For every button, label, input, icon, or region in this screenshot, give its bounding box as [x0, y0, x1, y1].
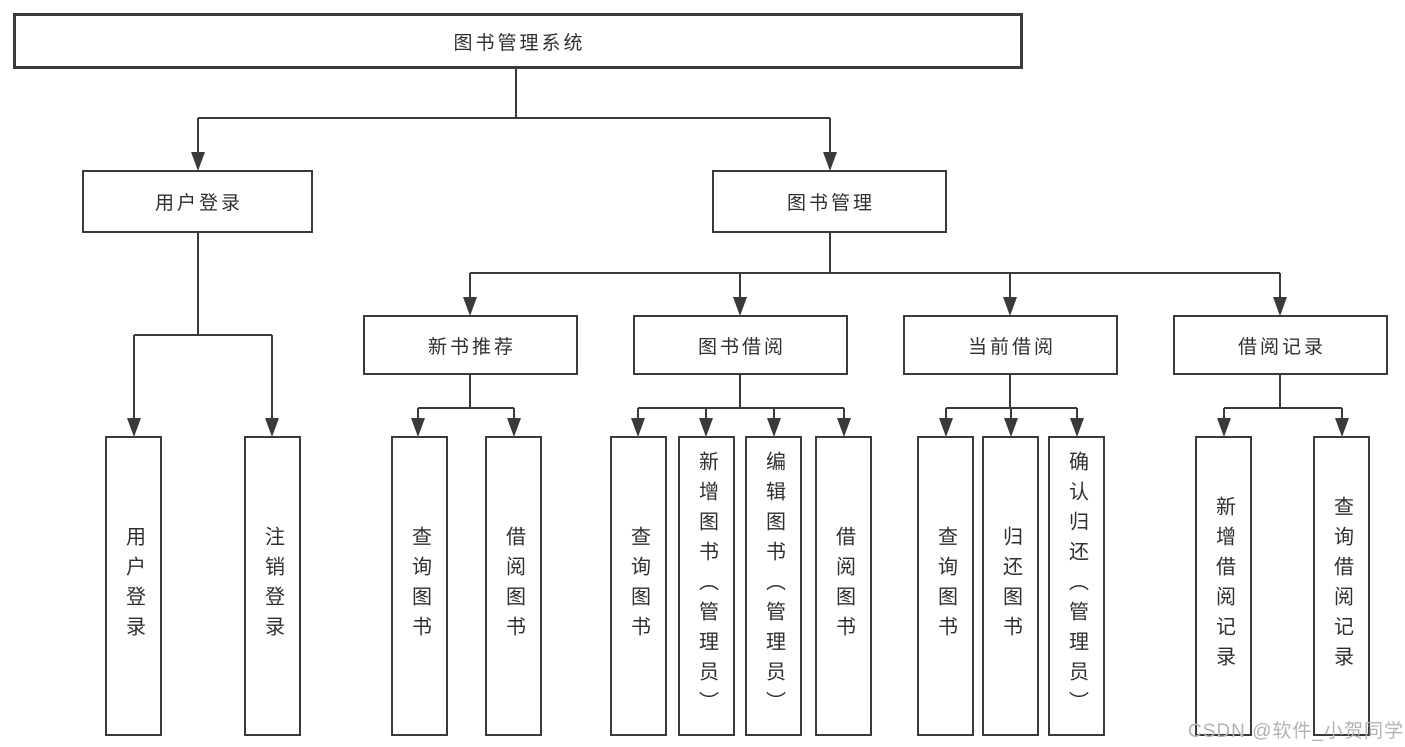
leaf-rec-query-books: 查询图书 [391, 436, 448, 736]
node-current-borrowing: 当前借阅 [903, 315, 1118, 375]
leaf-label: 编辑图书（管理员） [762, 451, 785, 721]
leaf-borrow-edit-book-admin: 编辑图书（管理员） [745, 436, 802, 736]
leaf-label: 借阅图书 [502, 526, 525, 646]
leaf-label: 确认归还（管理员） [1065, 451, 1088, 721]
leaf-label: 用户登录 [122, 526, 145, 646]
leaf-label: 新增借阅记录 [1212, 496, 1235, 676]
leaf-label: 查询图书 [627, 526, 650, 646]
node-new-book-recommend: 新书推荐 [363, 315, 578, 375]
leaf-rec-borrow-books: 借阅图书 [485, 436, 542, 736]
watermark: CSDN @软件_小贺同学 [1188, 721, 1404, 742]
node-book-management: 图书管理 [712, 170, 947, 233]
leaf-label: 查询借阅记录 [1330, 496, 1353, 676]
leaf-logout: 注销登录 [244, 436, 301, 736]
node-borrowing-records: 借阅记录 [1173, 315, 1388, 375]
leaf-current-return-books: 归还图书 [982, 436, 1039, 736]
leaf-borrow-borrow-books: 借阅图书 [815, 436, 872, 736]
leaf-label: 借阅图书 [832, 526, 855, 646]
leaf-records-add-record: 新增借阅记录 [1195, 436, 1252, 736]
leaf-label: 查询图书 [408, 526, 431, 646]
leaf-borrow-add-book-admin: 新增图书（管理员） [678, 436, 735, 736]
leaf-borrow-query-books: 查询图书 [610, 436, 667, 736]
leaf-records-query-record: 查询借阅记录 [1313, 436, 1370, 736]
leaf-user-login: 用户登录 [105, 436, 162, 736]
leaf-label: 新增图书（管理员） [695, 451, 718, 721]
leaf-current-query-books: 查询图书 [917, 436, 974, 736]
node-root-library-system: 图书管理系统 [13, 13, 1023, 69]
node-book-borrowing: 图书借阅 [633, 315, 848, 375]
leaf-current-confirm-return-admin: 确认归还（管理员） [1048, 436, 1105, 736]
leaf-label: 归还图书 [999, 526, 1022, 646]
node-user-login: 用户登录 [82, 170, 313, 233]
leaf-label: 注销登录 [261, 526, 284, 646]
leaf-label: 查询图书 [934, 526, 957, 646]
